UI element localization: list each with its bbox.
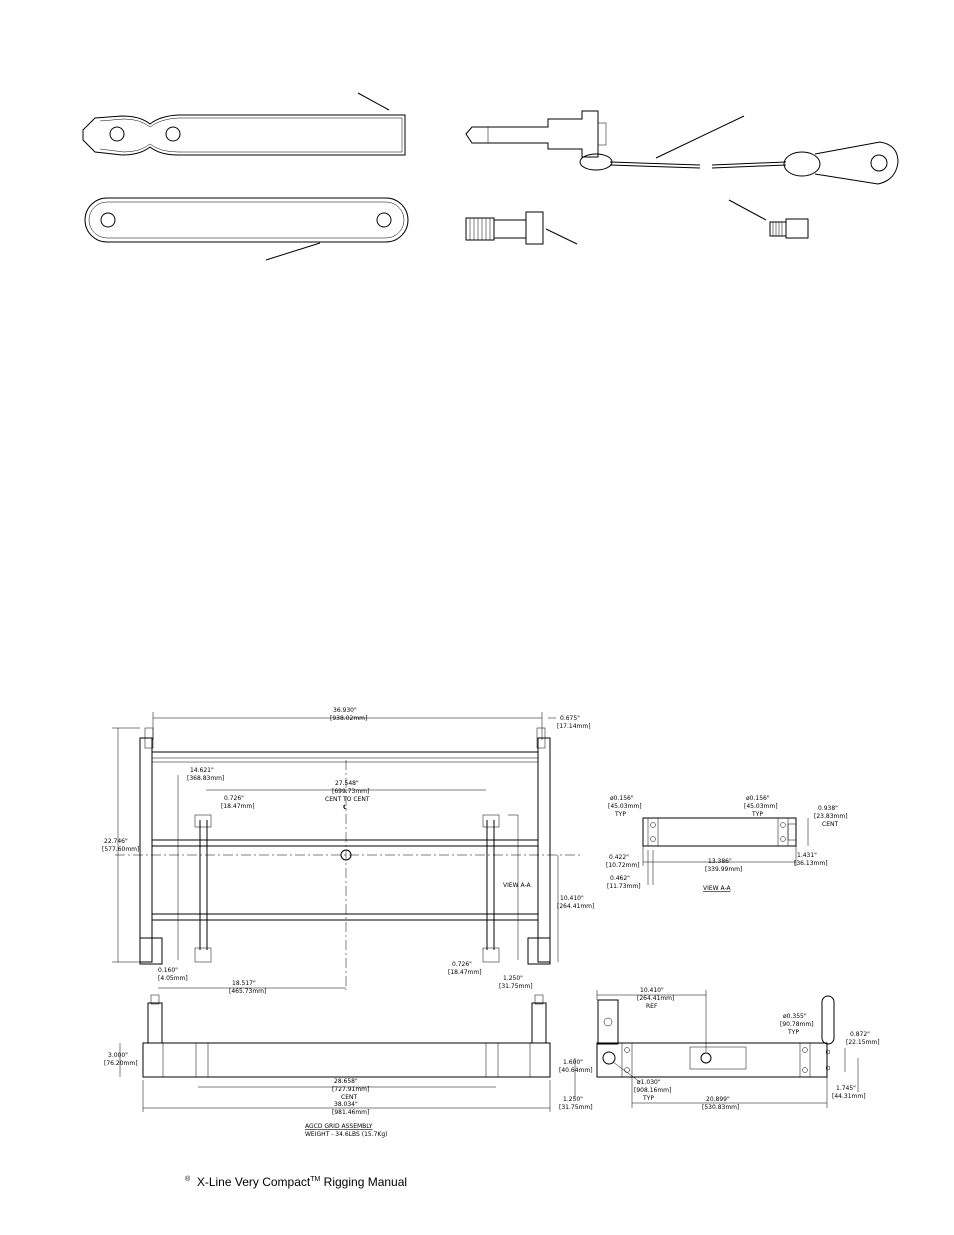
end-length: 20.899" xyxy=(706,1096,730,1103)
link-bar-part xyxy=(82,92,406,156)
end-right-dim: 0.872" xyxy=(850,1031,870,1038)
centerline-mark: ℄ xyxy=(343,804,347,811)
end-ref: 10.410" xyxy=(640,987,664,994)
small-screw-part xyxy=(728,199,809,239)
dim-inner-left-mm: [368.83mm] xyxy=(187,775,224,782)
end-view-drawing xyxy=(574,990,859,1108)
aa-left-hole-mm: [45.03mm] xyxy=(608,803,642,810)
footer-title-prefix: X-Line Very Compact xyxy=(196,1175,311,1189)
aa-right-typ: TYP xyxy=(751,811,763,818)
end-pin-dia: ø0.355" xyxy=(783,1013,807,1020)
footer-title-suffix: Rigging Manual xyxy=(320,1175,408,1189)
dim-side-overall: 38.034" xyxy=(334,1101,358,1108)
footer-tm: TM xyxy=(310,1176,321,1183)
end-ref-mm: [264.41mm] xyxy=(637,995,674,1002)
aa-right-hole-mm: [45.03mm] xyxy=(744,803,778,810)
dim-height: 22.746" xyxy=(104,838,128,845)
quick-release-pin-part xyxy=(465,110,899,185)
dim-side-overall-mm: [981.46mm] xyxy=(332,1109,369,1116)
aa-right-hole: ø0.156" xyxy=(746,795,770,802)
dim-inner-left: 14.621" xyxy=(190,767,214,774)
round-plate-part xyxy=(84,197,409,261)
aa-small-b-mm: [11.73mm] xyxy=(607,883,641,890)
shoulder-bolt-part xyxy=(465,211,578,245)
end-hole-typ: TYP xyxy=(642,1095,654,1102)
dim-clip-width-right-mm: [18.47mm] xyxy=(448,969,482,976)
end-length-mm: [530.83mm] xyxy=(702,1104,739,1111)
aa-cent-dim: 0.938" xyxy=(818,805,838,812)
aa-cent-dim-mm: [23.83mm] xyxy=(814,813,848,820)
page-footer: ® X-Line Very CompactTM Rigging Manual xyxy=(185,1175,407,1189)
dim-offset-right: 0.675" xyxy=(560,715,580,722)
dim-side-height: 3.000" xyxy=(108,1052,128,1059)
aa-cent-label: CENT xyxy=(822,821,838,828)
dim-side-inner-label: CENT xyxy=(341,1094,357,1101)
dim-cent-to-cent-label: CENT TO CENT xyxy=(325,796,370,803)
dim-half-height-mm: [264.41mm] xyxy=(557,903,594,910)
end-bottom-left-mm: [31.75mm] xyxy=(559,1104,593,1111)
aa-small-b: 0.462" xyxy=(610,875,630,882)
aa-end-dim-mm: [36.13mm] xyxy=(794,860,828,867)
dim-height-mm: [577.60mm] xyxy=(102,846,139,853)
dim-side-height-mm: [76.20mm] xyxy=(104,1060,138,1067)
aa-end-dim: 1.431" xyxy=(797,852,817,859)
dim-overall-width-mm: [938.02mm] xyxy=(330,715,367,722)
grid-front-view xyxy=(112,712,580,990)
dim-bottom-offset: 0.160" xyxy=(158,967,178,974)
end-right-dim-mm: [22.15mm] xyxy=(846,1039,880,1046)
dim-offset-right-mm: [17.14mm] xyxy=(557,723,591,730)
aa-left-typ: TYP xyxy=(614,811,626,818)
dim-bottom-offset-mm: [4.05mm] xyxy=(158,975,188,982)
end-right-low: 1.745" xyxy=(836,1085,856,1092)
dim-side-inner-mm: [727.91mm] xyxy=(332,1086,369,1093)
dim-clip-offset-mm: [31.75mm] xyxy=(499,983,533,990)
aa-small-a: 0.422" xyxy=(609,854,629,861)
aa-small-a-mm: [10.72mm] xyxy=(606,862,640,869)
aa-caption: VIEW A-A xyxy=(703,885,732,892)
dim-half-width: 18.517" xyxy=(232,980,256,987)
aa-length-mm: [339.99mm] xyxy=(705,866,742,873)
dim-clip-width: 0.726" xyxy=(224,795,244,802)
view-aa-drawing xyxy=(642,817,809,885)
end-hole-dia: ø1.030" xyxy=(637,1079,661,1086)
registered-mark: ® xyxy=(185,1176,191,1183)
end-right-low-mm: [44.31mm] xyxy=(832,1093,866,1100)
dim-overall-width: 36.930" xyxy=(333,707,357,714)
dim-half-width-mm: [465.73mm] xyxy=(229,988,266,995)
aa-length: 13.386" xyxy=(708,858,732,865)
dim-clip-width-mm: [18.47mm] xyxy=(221,803,255,810)
end-ref-label: REF xyxy=(646,1003,658,1010)
end-pin-dia-mm: [90.78mm] xyxy=(780,1021,814,1028)
view-aa-marker: VIEW A-A xyxy=(503,882,532,889)
end-bottom-left: 1.250" xyxy=(563,1096,583,1103)
end-pin-typ: TYP xyxy=(787,1029,799,1036)
dim-half-height: 10.410" xyxy=(560,895,584,902)
assembly-caption: AGCD GRID ASSEMBLY xyxy=(305,1123,373,1130)
grid-side-view xyxy=(119,994,551,1112)
dim-clip-width-right: 0.726" xyxy=(452,961,472,968)
end-left-dim: 1.600" xyxy=(563,1059,583,1066)
aa-left-hole: ø0.156" xyxy=(610,795,634,802)
dim-cent-to-cent: 27.548" xyxy=(335,780,359,787)
end-hole-dia-mm: [908.16mm] xyxy=(634,1087,671,1094)
dim-cent-to-cent-mm: [699.73mm] xyxy=(332,788,369,795)
dim-clip-offset: 1.250" xyxy=(503,975,523,982)
end-left-dim-mm: [40.64mm] xyxy=(559,1067,593,1074)
dim-side-inner: 28.658" xyxy=(334,1078,358,1085)
assembly-weight: WEIGHT - 34.6LBS (15.7Kg) xyxy=(305,1131,388,1138)
